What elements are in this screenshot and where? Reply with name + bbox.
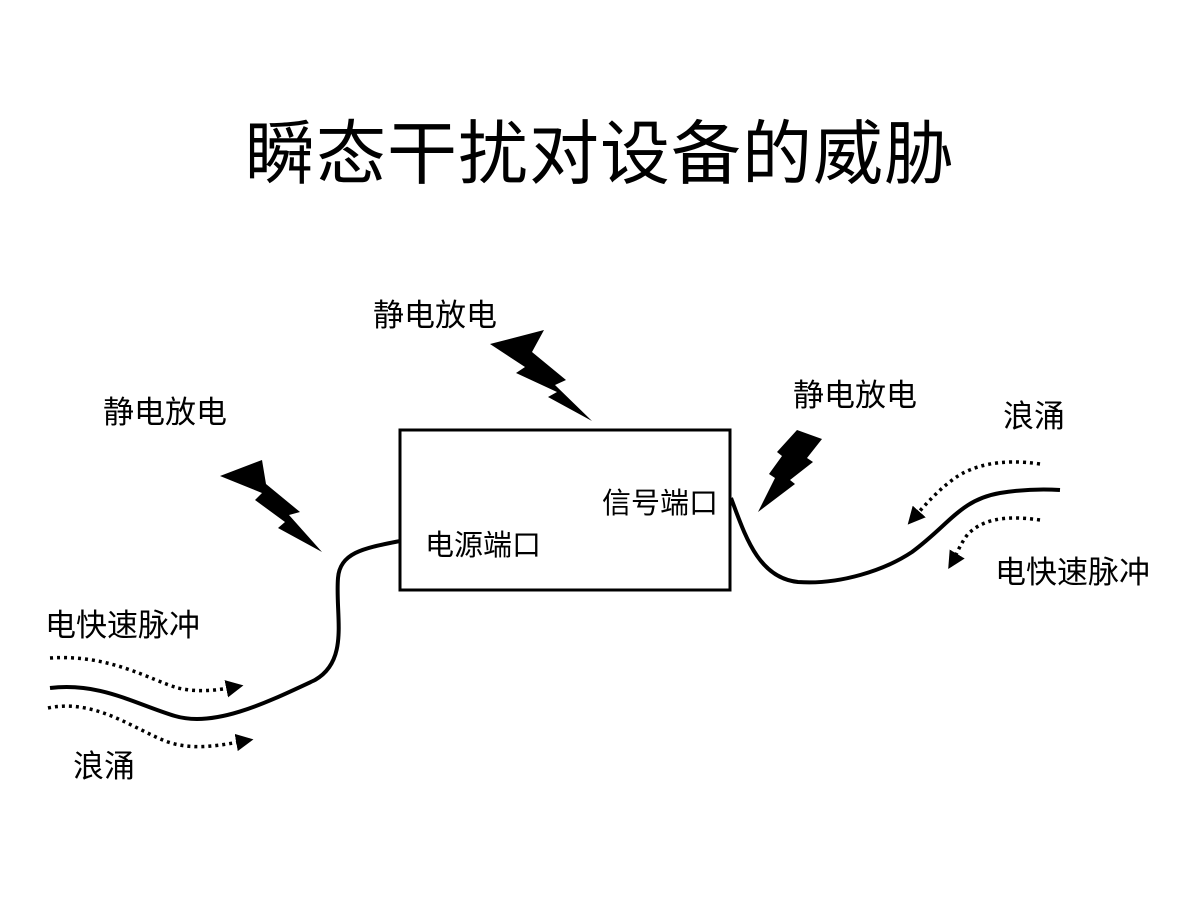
surge-label-left: 浪涌 — [73, 749, 135, 785]
esd-label-left: 静电放电 — [103, 395, 227, 431]
signal-cable — [729, 487, 1061, 585]
surge-label-right: 浪涌 — [1003, 399, 1065, 435]
surge-arrow-left — [47, 704, 254, 752]
lightning-bolt-icon-left — [220, 460, 322, 552]
power-cable — [49, 539, 401, 721]
eft-arrow-right — [948, 516, 1041, 570]
device-box — [398, 428, 732, 592]
esd-label-right: 静电放电 — [793, 378, 917, 414]
eft-label-left: 电快速脉冲 — [45, 608, 200, 644]
esd-label-top: 静电放电 — [373, 298, 497, 334]
power-port-label: 电源端口 — [425, 528, 542, 562]
lightning-bolt-icon-right — [758, 430, 822, 512]
lightning-bolt-icon-top — [490, 330, 592, 421]
signal-port-label: 信号端口 — [602, 486, 719, 520]
page-title: 瞬态干扰对设备的威胁 — [245, 113, 955, 195]
eft-label-right: 电快速脉冲 — [995, 555, 1150, 591]
surge-arrow-right — [907, 460, 1041, 525]
